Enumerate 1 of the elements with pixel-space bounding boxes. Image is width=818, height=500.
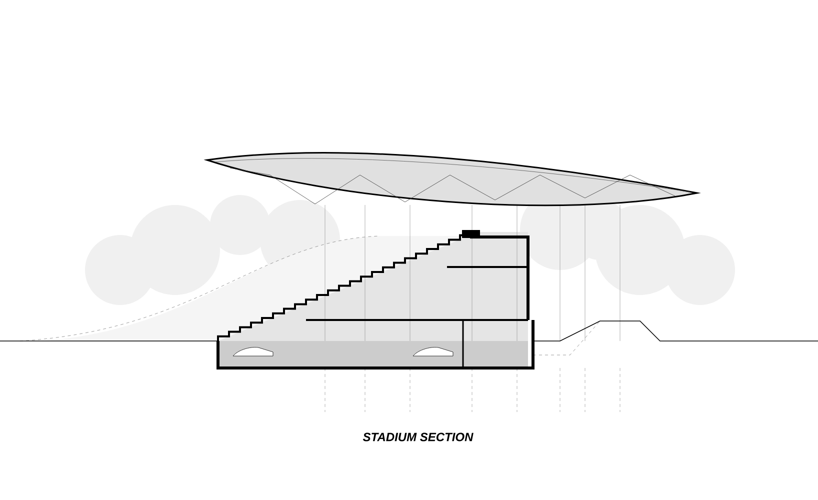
title: STADIUM SECTION — [362, 432, 474, 442]
